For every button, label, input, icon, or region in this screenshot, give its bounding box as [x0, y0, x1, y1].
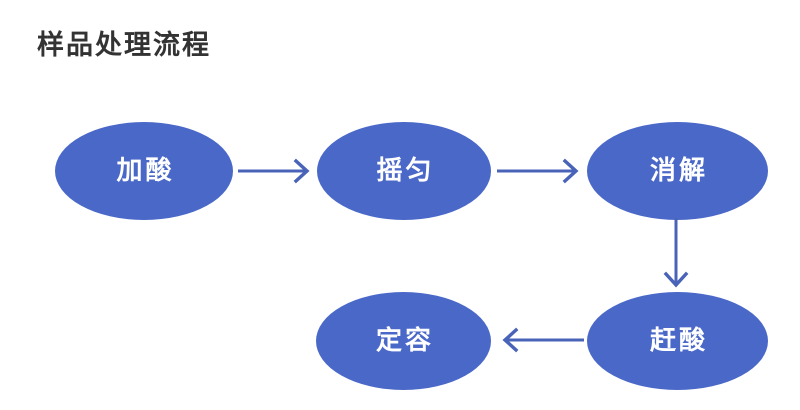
- arrow-right-icon-add-acid-to-shake: [238, 158, 310, 184]
- arrow-right-icon-shake-to-digest: [497, 158, 579, 184]
- flow-node-remove-acid[interactable]: 赶酸: [587, 292, 768, 390]
- flow-node-digest[interactable]: 消解: [587, 122, 768, 220]
- flow-node-label: 消解: [649, 156, 708, 186]
- flow-node-label: 定容: [375, 326, 434, 356]
- flow-node-shake[interactable]: 摇匀: [317, 122, 491, 220]
- flow-node-label: 摇匀: [376, 156, 435, 186]
- arrow-down-icon-digest-to-remove-acid: [663, 218, 689, 288]
- flow-node-dilute[interactable]: 定容: [316, 292, 491, 390]
- flow-node-label: 加酸: [116, 156, 175, 186]
- flow-node-label: 赶酸: [649, 326, 708, 356]
- arrow-left-icon-remove-acid-to-dilute: [502, 327, 584, 353]
- flow-node-add-acid[interactable]: 加酸: [55, 122, 233, 220]
- page-title: 样品处理流程: [37, 30, 211, 61]
